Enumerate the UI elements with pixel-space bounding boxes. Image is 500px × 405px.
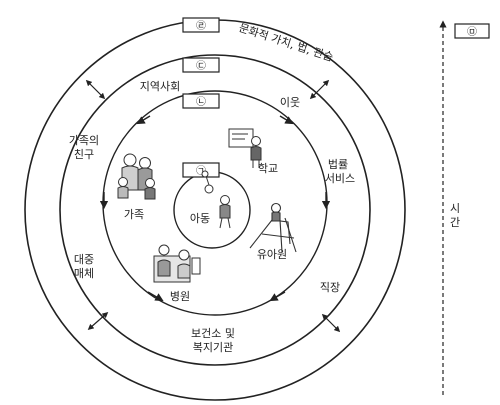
microsystem-arrows bbox=[99, 115, 331, 302]
relatives-label-1: 가족의 bbox=[69, 134, 99, 147]
school-illustration bbox=[228, 128, 262, 168]
hospital-label: 병원 bbox=[170, 290, 190, 303]
legal-label-2: 서비스 bbox=[325, 172, 355, 185]
microsystem-ring bbox=[102, 90, 328, 316]
family-label: 가족 bbox=[124, 208, 144, 221]
daycare-illustration bbox=[249, 202, 297, 253]
ring-crossing-arrows bbox=[85, 79, 341, 333]
time-box-label: ㉤ bbox=[467, 26, 477, 38]
neighbors-label: 이웃 bbox=[280, 96, 300, 109]
legal-label-1: 법률 bbox=[328, 158, 348, 171]
level-box-1: ㉠ bbox=[182, 162, 220, 178]
level-box-3: ㉢ bbox=[182, 57, 220, 73]
community-label: 지역사회 bbox=[140, 80, 180, 93]
child-label: 아동 bbox=[190, 212, 210, 225]
time-label-1: 시 bbox=[450, 202, 460, 215]
level-1-label: ㉠ bbox=[196, 165, 206, 177]
daycare-label: 유아원 bbox=[257, 248, 287, 261]
mass-media-label-2: 매체 bbox=[74, 267, 94, 280]
time-label-2: 간 bbox=[450, 216, 460, 229]
school-label: 학교 bbox=[258, 162, 278, 175]
level-box-2: ㉡ bbox=[182, 93, 220, 109]
level-box-4: ㉣ bbox=[182, 17, 220, 33]
time-box: ㉤ bbox=[454, 23, 490, 39]
workplace-label: 직장 bbox=[320, 281, 340, 294]
exosystem-ring bbox=[59, 54, 371, 366]
relatives-label-2: 친구 bbox=[74, 148, 94, 161]
hospital-illustration bbox=[153, 244, 201, 283]
child-illustration bbox=[201, 170, 231, 229]
health-label-2: 복지기관 bbox=[193, 341, 233, 354]
level-4-label: ㉣ bbox=[196, 20, 206, 32]
health-label-1: 보건소 및 bbox=[191, 327, 235, 340]
child-circle bbox=[173, 171, 251, 249]
level-3-label: ㉢ bbox=[196, 60, 206, 72]
culture-label: 문화적 가치, 법, 관습 bbox=[237, 21, 335, 64]
mass-media-label-1: 대중 bbox=[74, 253, 94, 266]
level-2-label: ㉡ bbox=[196, 96, 206, 108]
family-illustration bbox=[117, 153, 156, 200]
